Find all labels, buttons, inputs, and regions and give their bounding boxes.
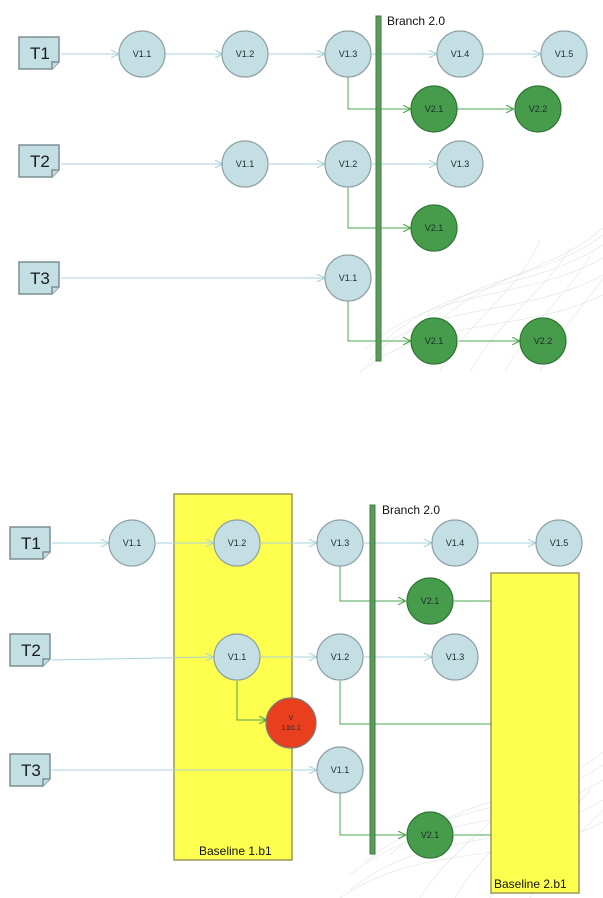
side-branch-arrow-b-t2 (236, 681, 266, 720)
branch-label-bottom: Branch 2.0 (382, 503, 440, 517)
svg-text:V2.2: V2.2 (534, 336, 553, 346)
side-branch-version-node[interactable]: V 1.b1.1 (265, 697, 317, 749)
svg-text:V1.1: V1.1 (133, 49, 152, 59)
svg-text:V1.1: V1.1 (123, 538, 142, 548)
branch-version-node[interactable]: V2.1 (406, 577, 454, 625)
connector-v1-2-baseline-2 (339, 681, 491, 725)
svg-text:V2.1: V2.1 (425, 336, 444, 346)
svg-text:V1.5: V1.5 (550, 538, 569, 548)
svg-text:V1.3: V1.3 (331, 538, 350, 548)
version-node[interactable]: V1.2 (316, 633, 364, 681)
svg-text:V1.2: V1.2 (331, 652, 350, 662)
svg-text:V1.1: V1.1 (339, 273, 358, 283)
svg-text:V2.1: V2.1 (425, 223, 444, 233)
branch-version-node[interactable]: V2.1 (410, 204, 458, 252)
top-diagram: T1 T2 T3 Branch 2.0 (18, 14, 588, 365)
version-node[interactable]: V1.1 (324, 254, 372, 302)
version-node[interactable]: V1.3 (436, 140, 484, 188)
version-node[interactable]: V1.3 (324, 30, 372, 78)
track-label-t2: T2 (30, 152, 50, 171)
version-node[interactable]: V1.1 (213, 633, 261, 681)
track-icon-t1-bottom: T1 (9, 526, 51, 560)
svg-text:V1.3: V1.3 (339, 49, 358, 59)
svg-text:V1.2: V1.2 (228, 538, 247, 548)
version-node[interactable]: V1.5 (540, 30, 588, 78)
svg-text:V2.1: V2.1 (421, 830, 440, 840)
track-label-t1-bottom: T1 (21, 534, 41, 553)
version-node[interactable]: V1.4 (431, 519, 479, 567)
svg-text:V1.4: V1.4 (446, 538, 465, 548)
version-node[interactable]: V1.1 (221, 140, 269, 188)
svg-text:1.b1.1: 1.b1.1 (281, 725, 301, 732)
version-node[interactable]: V1.1 (118, 30, 166, 78)
svg-text:V1.2: V1.2 (339, 159, 358, 169)
branch-arrow-b-t3 (339, 793, 405, 835)
svg-text:V1.1: V1.1 (228, 652, 247, 662)
branch-label-top: Branch 2.0 (387, 14, 445, 28)
version-node[interactable]: V1.1 (108, 519, 156, 567)
track-icon-t3: T3 (18, 261, 60, 295)
version-node[interactable]: V1.3 (431, 633, 479, 681)
version-node[interactable]: V1.2 (221, 30, 269, 78)
svg-text:V: V (289, 715, 294, 722)
arrow-b-t2-start (51, 657, 213, 660)
baseline-label-left: Baseline 1.b1 (199, 844, 272, 858)
svg-text:V2.2: V2.2 (529, 104, 548, 114)
svg-text:V1.3: V1.3 (446, 652, 465, 662)
branch-bar-bottom (369, 504, 376, 855)
branch-version-node[interactable]: V2.1 (410, 85, 458, 133)
track-label-t3-bottom: T3 (21, 761, 41, 780)
branch-version-node[interactable]: V2.2 (514, 85, 562, 133)
track-label-t1: T1 (30, 44, 50, 63)
svg-text:V2.1: V2.1 (421, 596, 440, 606)
svg-text:V1.2: V1.2 (236, 49, 255, 59)
branch-version-node[interactable]: V2.1 (406, 811, 454, 859)
svg-text:V1.4: V1.4 (451, 49, 470, 59)
baseline-label-right: Baseline 2.b1 (494, 877, 567, 891)
svg-text:V2.1: V2.1 (425, 104, 444, 114)
branch-version-node[interactable]: V2.1 (410, 317, 458, 365)
version-node[interactable]: V1.5 (535, 519, 583, 567)
branch-arrow-t3 (347, 301, 410, 341)
svg-text:V1.3: V1.3 (451, 159, 470, 169)
branch-version-node[interactable]: V2.2 (519, 317, 567, 365)
version-node[interactable]: V1.4 (436, 30, 484, 78)
svg-text:V1.5: V1.5 (555, 49, 574, 59)
version-node[interactable]: V1.3 (316, 519, 364, 567)
svg-text:V1.1: V1.1 (331, 765, 350, 775)
track-label-t2-bottom: T2 (21, 641, 41, 660)
branch-arrow-t1 (347, 77, 410, 109)
branch-bar-top (375, 15, 382, 362)
track-icon-t3-bottom: T3 (9, 753, 51, 787)
version-node[interactable]: V1.2 (213, 519, 261, 567)
svg-text:V1.1: V1.1 (236, 159, 255, 169)
track-icon-t2: T2 (18, 144, 60, 178)
track-icon-t1: T1 (18, 36, 60, 70)
background-wave-grid-top (359, 227, 603, 373)
version-node[interactable]: V1.1 (316, 746, 364, 794)
branch-arrow-t2 (347, 188, 410, 228)
bottom-diagram: Baseline 1.b1 Baseline 2.b1 T1 T2 T3 (9, 493, 583, 894)
version-node[interactable]: V1.2 (324, 140, 372, 188)
track-icon-t2-bottom: T2 (9, 633, 51, 667)
baseline-box-right (490, 572, 580, 894)
branch-arrow-b-t1 (339, 566, 405, 601)
track-label-t3: T3 (30, 269, 50, 288)
